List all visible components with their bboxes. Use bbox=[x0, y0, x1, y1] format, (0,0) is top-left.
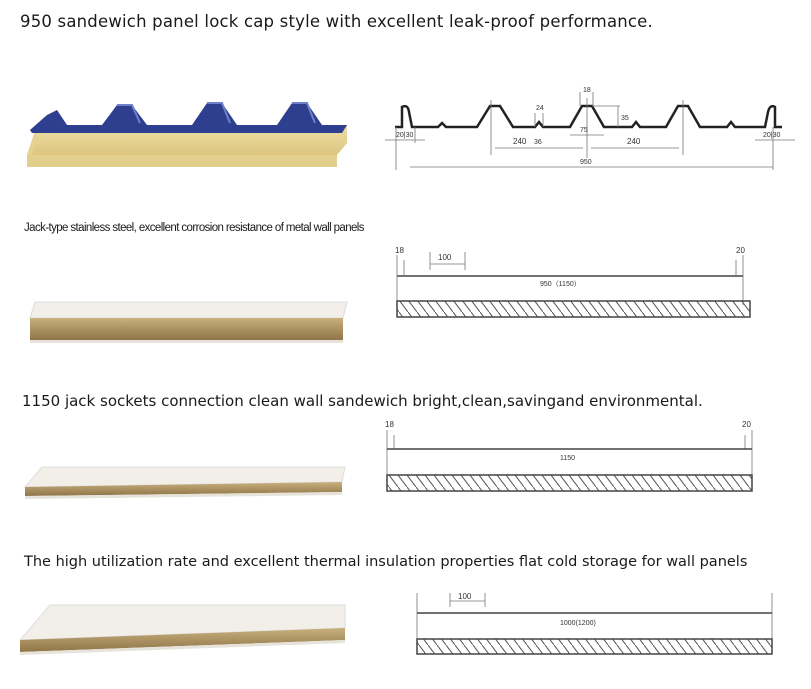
dim-crest-base: 75 bbox=[580, 127, 588, 134]
dim-overall: 1000(1200) bbox=[560, 620, 596, 627]
dim-pitch-right: 240 bbox=[627, 137, 641, 146]
roof-profile-drawing: 20|30 24 36 18 35 75 240 240 20|30 950 bbox=[385, 87, 795, 170]
section-4-title: The high utilization rate and excellent … bbox=[24, 554, 748, 570]
dim-right: 20 bbox=[736, 246, 745, 255]
dim-overall: 1150 bbox=[560, 455, 575, 462]
dim-groove: 100 bbox=[438, 253, 452, 262]
dim-crest-top: 18 bbox=[583, 87, 591, 94]
dim-rib-top: 24 bbox=[536, 105, 544, 112]
wall-panel-photo-3 bbox=[18, 604, 346, 655]
dim-left: 18 bbox=[395, 246, 404, 255]
dim-overall: 950 bbox=[580, 159, 592, 166]
roof-panel-photo bbox=[27, 102, 347, 167]
wall-panel-photo-2 bbox=[23, 466, 346, 499]
dim-right: 20 bbox=[742, 420, 751, 429]
wall-panel-drawing-3: 100 1000(1200) bbox=[416, 592, 773, 655]
dim-overall: 950（1150） bbox=[540, 280, 581, 288]
wall-panel-drawing-2: 18 20 1150 bbox=[385, 420, 753, 492]
section-3-title: 1150 jack sockets connection clean wall … bbox=[22, 392, 703, 410]
wall-panel-drawing-1: 18 100 20 950（1150） bbox=[395, 246, 751, 318]
dim-rib-bottom: 36 bbox=[534, 139, 542, 146]
dim-left: 18 bbox=[385, 420, 394, 429]
dim-pitch-left: 240 bbox=[513, 137, 527, 146]
section-1-title: 950 sandewich panel lock cap style with … bbox=[20, 12, 653, 31]
dim-left-edge: 20|30 bbox=[396, 132, 413, 139]
dim-groove: 100 bbox=[458, 592, 472, 601]
dim-right-edge: 20|30 bbox=[763, 132, 780, 139]
section-2-title: Jack-type stainless steel, excellent cor… bbox=[24, 222, 365, 234]
wall-panel-photo-1 bbox=[29, 301, 348, 343]
dim-crest-height: 35 bbox=[621, 115, 629, 122]
